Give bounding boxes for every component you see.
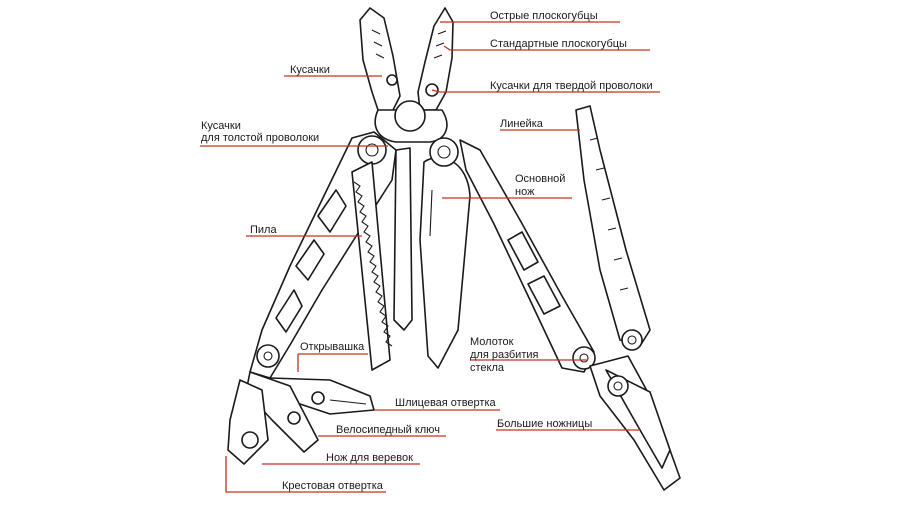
leader-phillips-screwdriver [225,456,386,493]
label-thick-wire-cutters-line1: Кусачки [201,120,241,132]
label-rope-knife: Нож для веревок [326,452,413,464]
label-thick-wire-cutters-line2: для толстой проволоки [201,132,320,144]
label-phillips-screwdriver: Крестовая отвертка [282,480,383,492]
leader-hard-wire-cutters [431,89,660,93]
label-main-knife-line2: нож [515,186,535,198]
label-saw: Пила [250,224,277,236]
label-hard-wire-cutters: Кусачки для твердой проволоки [490,80,653,92]
label-large-scissors: Большие ножницы [497,418,593,430]
label-cutters: Кусачки [290,64,330,76]
bottom-left-tools [227,371,375,465]
saw-blade [351,161,393,371]
label-bottle-opener: Открывашка [300,341,365,353]
label-glass-breaker-line3: стекла [470,362,505,374]
pivot-hole [394,100,426,132]
large-scissors [589,355,681,491]
label-glass-breaker-line1: Молоток [470,336,514,348]
center-blade [393,147,413,331]
label-flat-screwdriver: Шлицевая отвертка [395,397,496,409]
label-glass-breaker-line2: для разбития [470,349,539,361]
label-ruler: Линейка [500,118,543,130]
main-knife [419,137,471,369]
pliers-jaws [359,7,454,143]
leader-bottle-opener [297,353,368,372]
label-main-knife-line1: Основной [515,173,566,185]
leader-lines [200,21,660,493]
label-standard-pliers: Стандартные плоскогубцы [490,38,627,50]
leader-standard-pliers [443,45,650,51]
ruler-scissors-arm [575,105,651,351]
label-sharp-pliers: Острые плоскогубцы [490,10,598,22]
label-bike-wrench: Велосипедный ключ [336,424,440,436]
